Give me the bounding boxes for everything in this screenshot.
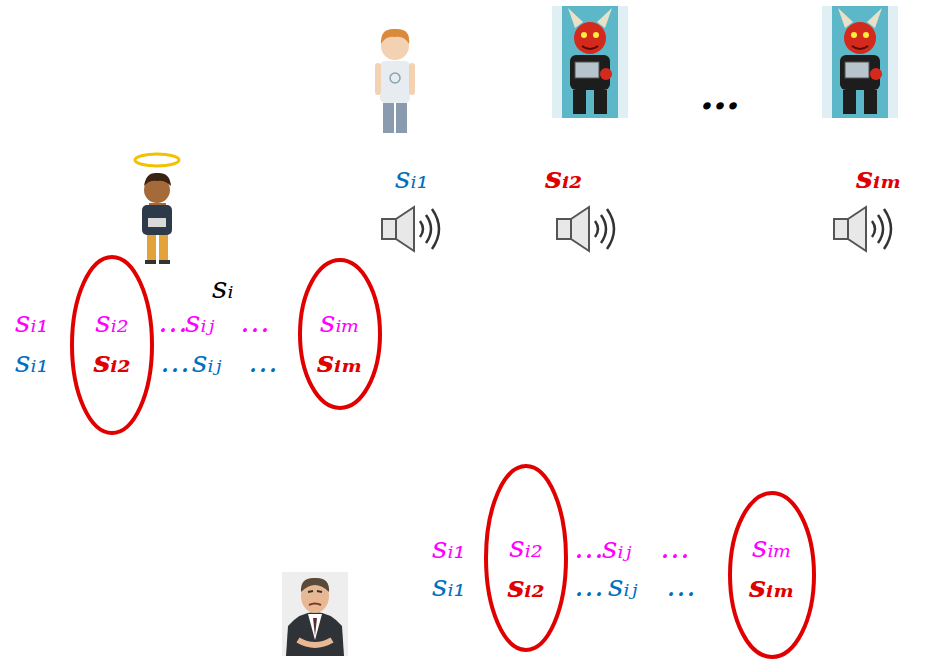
share-label: … (240, 304, 270, 340)
ellipsis-label: … (700, 71, 740, 119)
share-label: sᵢ (212, 270, 233, 306)
share-label: … (158, 304, 188, 340)
share-text: sᵢⱼ (608, 568, 637, 603)
adversary-figure (552, 6, 628, 118)
share-label: … (574, 530, 604, 566)
share-text: … (666, 568, 696, 603)
share-text: … (248, 344, 278, 379)
share-label: sᵢⱼ (602, 530, 631, 566)
share-text: sᵢ₂ (509, 529, 542, 565)
share-text: sᵢ₁ (432, 530, 465, 565)
dealer-figure (282, 572, 348, 656)
highlight-ellipse: sᵢₘ sᵢₘ (297, 257, 383, 411)
share-text: sᵢ₁ (395, 160, 428, 195)
share-text: … (240, 304, 270, 339)
ellipse-outline (730, 493, 814, 657)
share-text: sᵢₘ (320, 304, 360, 340)
share-text: … (660, 530, 690, 565)
share-label: sᵢₘ (856, 160, 902, 196)
share-text: … (574, 530, 604, 565)
share-text: sᵢₘ (317, 344, 363, 380)
highlight-ellipse: sᵢ₂ sᵢ₂ (483, 463, 569, 653)
share-text: … (160, 344, 190, 379)
share-label: sᵢ₁ (15, 304, 48, 340)
share-label: sᵢⱼ (185, 304, 214, 340)
honest-party-figure (135, 154, 179, 264)
share-text: sᵢₘ (856, 160, 902, 195)
broadcast-speaker (382, 207, 439, 251)
share-label: sᵢ₁ (395, 160, 428, 196)
share-label: … (666, 568, 696, 604)
share-text: sᵢ₁ (15, 344, 48, 379)
share-text: … (700, 71, 740, 118)
ellipse-outline (72, 257, 152, 433)
highlight-ellipse: sᵢₘ sᵢₘ (727, 490, 817, 660)
share-text: sᵢ₁ (15, 304, 48, 339)
share-label: sᵢ₂ (545, 160, 582, 196)
share-label: … (248, 344, 278, 380)
share-text: sᵢₘ (749, 569, 795, 605)
share-label: sᵢ₁ (15, 344, 48, 380)
share-text: sᵢⱼ (192, 344, 221, 379)
broadcast-speaker (834, 207, 891, 251)
share-label: sᵢⱼ (192, 344, 221, 380)
ellipse-outline (300, 260, 380, 408)
share-text: sᵢ₂ (545, 160, 582, 195)
share-text: sᵢ₂ (507, 569, 544, 605)
share-label: … (160, 344, 190, 380)
share-label: … (660, 530, 690, 566)
broadcast-speaker (557, 207, 614, 251)
share-label: sᵢⱼ (608, 568, 637, 604)
share-text: sᵢₘ (752, 529, 792, 565)
adversary-figure (822, 6, 898, 118)
share-text: … (158, 304, 188, 339)
share-text: sᵢⱼ (185, 304, 214, 339)
share-text: sᵢ₂ (95, 304, 128, 340)
share-text: … (574, 568, 604, 603)
share-text: sᵢⱼ (602, 530, 631, 565)
ellipse-outline (486, 466, 566, 650)
share-text: sᵢ₁ (432, 568, 465, 603)
share-label: sᵢ₁ (432, 568, 465, 604)
share-text: sᵢ (212, 270, 233, 305)
highlight-ellipse: sᵢ₂ sᵢ₂ (69, 254, 155, 436)
share-label: sᵢ₁ (432, 530, 465, 566)
party-figure (375, 29, 415, 133)
share-label: … (574, 568, 604, 604)
share-text: sᵢ₂ (93, 344, 130, 380)
